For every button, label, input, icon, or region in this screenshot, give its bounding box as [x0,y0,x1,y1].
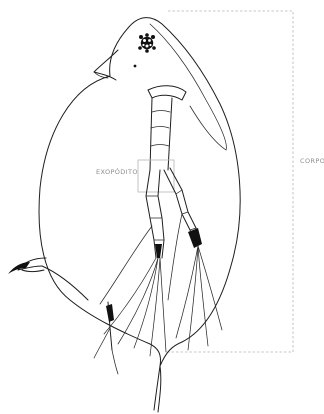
post-abdomen [8,258,88,300]
head-rostrum [94,50,118,80]
lower-appendage [94,302,118,374]
compound-eye-icon [138,33,156,53]
label-corpo: CORPO [300,157,324,165]
tail-spine [154,366,161,412]
carapace-inner-fold [150,24,226,150]
label-exopodito: EXOPÓDITO [96,167,138,176]
ocellus-dot-icon [134,65,137,68]
corpo-bracket [166,11,293,352]
